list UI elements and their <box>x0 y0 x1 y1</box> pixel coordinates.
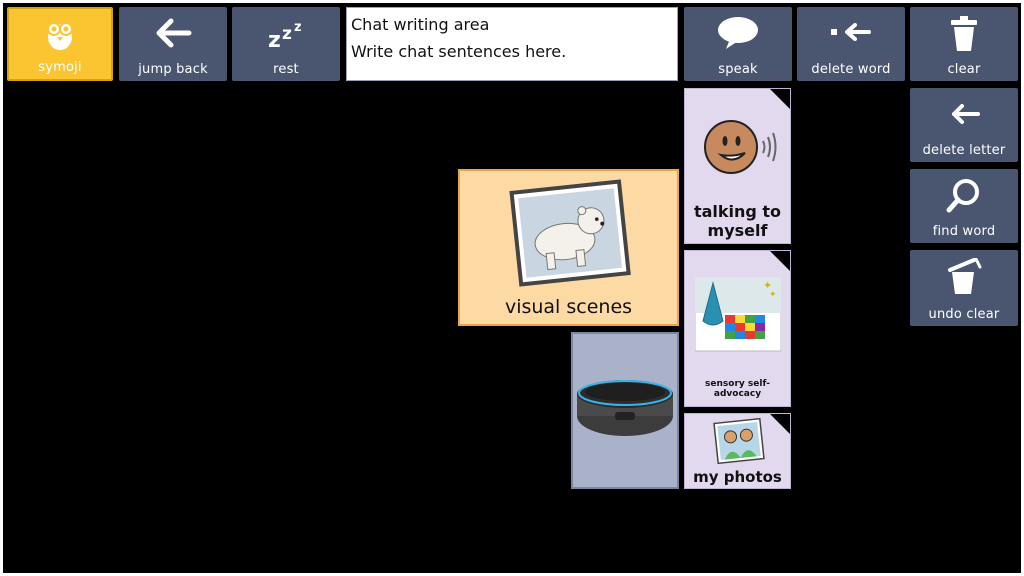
svg-text:✦: ✦ <box>763 279 772 292</box>
speak-button[interactable]: speak <box>684 7 792 81</box>
symoji-label: symoji <box>38 60 82 75</box>
talking-face-icon <box>704 120 777 174</box>
arrow-left-icon <box>119 15 227 55</box>
chat-placeholder: Write chat sentences here. <box>351 42 567 61</box>
find-word-label: find word <box>932 224 996 239</box>
svg-text:z: z <box>282 24 292 44</box>
rest-button[interactable]: z z z rest <box>232 7 340 81</box>
owl-icon <box>9 17 111 57</box>
delete-word-button[interactable]: delete word <box>797 7 905 81</box>
undo-clear-button[interactable]: undo clear <box>910 250 1018 326</box>
my-photos-folder[interactable]: my photos <box>684 413 791 489</box>
delete-letter-label: delete letter <box>922 143 1006 158</box>
trash-icon <box>910 15 1018 55</box>
visual-scenes-label: visual scenes <box>504 296 633 318</box>
magnifier-icon <box>910 177 1018 217</box>
delete-word-icon <box>797 15 905 55</box>
talking-to-myself-folder[interactable]: talking to myself <box>684 88 791 244</box>
sensory-label-line1: sensory self- <box>705 379 770 389</box>
undo-clear-label: undo clear <box>928 307 1000 322</box>
backspace-arrow-icon <box>910 96 1018 136</box>
visual-scenes-button[interactable]: visual scenes <box>458 169 679 326</box>
undo-trash-icon <box>910 258 1018 298</box>
my-photos-label: my photos <box>693 468 782 486</box>
speech-bubble-icon <box>684 15 792 55</box>
talking-label-line2: myself <box>707 221 768 240</box>
symoji-button[interactable]: symoji <box>7 7 113 81</box>
svg-text:z: z <box>294 20 302 35</box>
smart-speaker-button[interactable] <box>571 332 679 489</box>
svg-text:✦: ✦ <box>769 290 777 300</box>
photo-people-icon <box>713 418 765 464</box>
app-window: symoji jump back z z z rest Chat writing… <box>3 3 1021 573</box>
smart-speaker-icon <box>577 380 673 436</box>
clear-button[interactable]: clear <box>910 7 1018 81</box>
clear-label: clear <box>947 62 981 77</box>
rest-label: rest <box>273 62 299 77</box>
talking-label-line1: talking to <box>693 202 782 221</box>
zzz-icon: z z z <box>232 15 340 55</box>
delete-word-label: delete word <box>811 62 891 77</box>
sensory-label-line2: advocacy <box>713 389 762 399</box>
jump-back-button[interactable]: jump back <box>119 7 227 81</box>
polar-bear-photo-icon <box>509 179 631 287</box>
sensory-room-icon: ✦ ✦ <box>695 277 781 352</box>
jump-back-label: jump back <box>138 62 208 77</box>
chat-writing-area[interactable]: Chat writing area Write chat sentences h… <box>346 7 678 81</box>
delete-letter-button[interactable]: delete letter <box>910 88 1018 162</box>
sensory-self-advocacy-folder[interactable]: ✦ ✦ sensory self- advocacy <box>684 250 791 407</box>
find-word-button[interactable]: find word <box>910 169 1018 243</box>
svg-text:z: z <box>268 28 281 51</box>
chat-title: Chat writing area <box>351 15 490 34</box>
speak-label: speak <box>718 62 758 77</box>
